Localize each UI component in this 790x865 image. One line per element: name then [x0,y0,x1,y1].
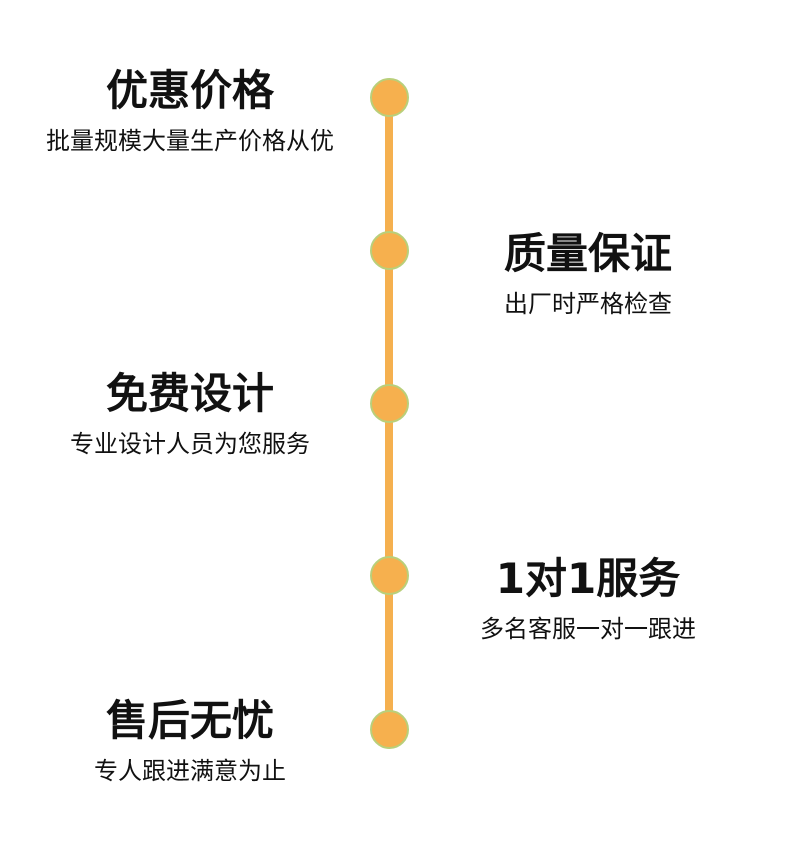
item-title: 1对1服务 [495,554,681,603]
item-subtitle: 专业设计人员为您服务 [70,430,310,458]
item-title: 售后无忧 [105,696,274,745]
timeline-dot [370,710,409,749]
timeline-dot [370,231,409,270]
timeline-dot [370,556,409,595]
item-title: 质量保证 [503,229,672,278]
item-subtitle: 批量规模大量生产价格从优 [46,127,334,155]
item-subtitle: 专人跟进满意为止 [94,757,286,785]
item-subtitle: 出厂时严格检查 [504,290,672,318]
timeline-item: 优惠价格 批量规模大量生产价格从优 [0,66,380,156]
timeline-item: 免费设计 专业设计人员为您服务 [0,369,380,459]
timeline-item: 1对1服务 多名客服一对一跟进 [398,554,778,644]
item-subtitle: 多名客服一对一跟进 [480,615,696,643]
timeline-dot [370,78,409,117]
timeline-item: 售后无忧 专人跟进满意为止 [0,696,380,786]
timeline-dot [370,384,409,423]
item-title: 免费设计 [105,369,274,418]
item-title: 优惠价格 [105,66,274,115]
timeline-item: 质量保证 出厂时严格检查 [398,229,778,319]
